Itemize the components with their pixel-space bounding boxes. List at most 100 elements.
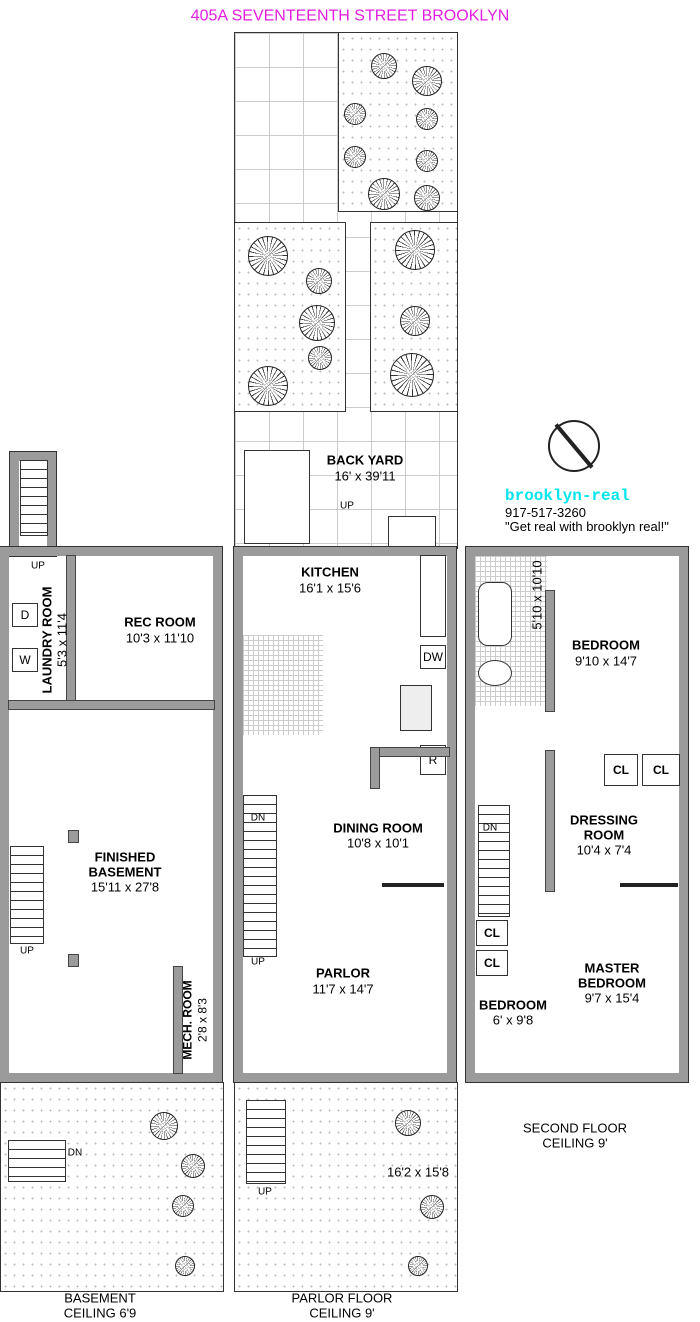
shed [244, 450, 310, 544]
dryer: D [12, 603, 38, 627]
bathtub-icon [478, 582, 512, 646]
floor-caption: BASEMENT [64, 1290, 136, 1306]
finished-basement-dimensions: 15'11 x 27'8 [90, 879, 160, 895]
range-icon [400, 685, 432, 731]
closet: CL [604, 754, 638, 786]
pocket-door[interactable] [382, 883, 444, 887]
tree-icon [248, 366, 288, 406]
stairs[interactable] [20, 460, 48, 536]
bedroom-dimensions: 9'10 x 14'7 [574, 653, 638, 669]
floor-caption: PARLOR FLOOR [291, 1290, 393, 1306]
bathroom-dimensions: 5'10 x 10'10 [529, 560, 545, 630]
ceiling-height: CEILING 9' [542, 1135, 608, 1151]
tree-icon [416, 108, 438, 130]
rec-room-label: REC ROOM [124, 614, 196, 630]
tree-icon [306, 268, 332, 294]
parlor-floor-outline [233, 546, 457, 1083]
bedroom-label: BEDROOM [572, 637, 640, 653]
wall [370, 747, 450, 757]
bedroom-dimensions: 6' x 9'8 [492, 1012, 534, 1028]
stairs[interactable] [10, 846, 44, 944]
up-label: UP [340, 500, 354, 512]
deck-step [388, 516, 436, 548]
dn-label: DN [250, 812, 266, 824]
second-floor-outline [465, 546, 689, 1083]
closet: CL [476, 950, 508, 976]
column [68, 954, 79, 967]
counter [420, 555, 446, 637]
tree-icon [248, 236, 288, 276]
stoop-stairs[interactable] [246, 1100, 286, 1184]
laundry-room-dimensions: 5'3 x 11'4 [54, 613, 70, 667]
rear-stair-well [9, 451, 57, 557]
tree-icon [368, 178, 400, 210]
up-label: UP [31, 560, 45, 572]
brand-logo: brooklyn-real [505, 487, 630, 505]
wall [545, 590, 555, 712]
tree-icon [308, 346, 332, 370]
tree-icon [420, 1195, 444, 1219]
tree-icon [414, 185, 440, 211]
dishwasher: DW [420, 645, 446, 669]
slogan: "Get real with brooklyn real!" [505, 519, 669, 534]
tree-icon [400, 306, 430, 336]
tree-icon [395, 230, 435, 270]
up-label: UP [20, 945, 34, 957]
tree-icon [395, 1110, 421, 1136]
pocket-door[interactable] [620, 883, 678, 887]
planting-bed [338, 32, 458, 212]
stairs[interactable] [8, 1140, 66, 1182]
up-label: UP [251, 956, 265, 968]
tree-icon [344, 146, 366, 168]
closet: CL [476, 920, 508, 946]
dn-label: DN [67, 1147, 83, 1159]
ceiling-height: CEILING 9' [309, 1305, 375, 1321]
wall [545, 750, 555, 892]
wall [173, 966, 183, 1074]
parlor-label: PARLOR [316, 965, 370, 981]
rec-room-dimensions: 10'3 x 11'10 [125, 630, 195, 646]
master-bedroom-label: MASTER [584, 960, 640, 976]
floor-caption: SECOND FLOOR [522, 1120, 628, 1136]
washer: W [12, 648, 38, 672]
closet: CL [642, 754, 680, 786]
stairs[interactable] [478, 805, 510, 917]
basement-outline [0, 546, 223, 1083]
stairs[interactable] [243, 795, 277, 957]
laundry-room-label: LAUNDRY ROOM [39, 586, 55, 694]
mech-room-label: MECH. ROOM [180, 980, 195, 1060]
kitchen-dimensions: 16'1 x 15'6 [298, 580, 362, 596]
front-yard-dimensions: 16'2 x 15'8 [386, 1164, 450, 1180]
column [68, 830, 79, 843]
tree-icon [408, 1256, 428, 1276]
mech-room-dimensions: 2'8 x 8'3 [195, 998, 210, 1042]
master-bedroom-label: BEDROOM [578, 975, 646, 991]
bedroom-label: BEDROOM [479, 997, 547, 1013]
dressing-room-label: ROOM [583, 827, 625, 843]
tree-icon [299, 305, 335, 341]
up-label: UP [258, 1186, 272, 1198]
tree-icon [371, 53, 397, 79]
wall [8, 700, 215, 710]
tree-icon [412, 66, 442, 96]
tree-icon [344, 103, 366, 125]
dressing-room-label: DRESSING [570, 812, 638, 828]
powder-room [243, 635, 323, 735]
finished-basement-label: BASEMENT [88, 864, 162, 880]
tree-icon [150, 1112, 178, 1140]
tree-icon [416, 150, 438, 172]
kitchen-label: KITCHEN [301, 564, 359, 580]
wall [370, 747, 380, 789]
dn-label: DN [482, 822, 498, 834]
phone-number: 917-517-3260 [505, 505, 586, 520]
dining-room-dimensions: 10'8 x 10'1 [346, 835, 410, 851]
ceiling-height: CEILING 6'9 [63, 1305, 137, 1321]
master-bedroom-dimensions: 9'7 x 15'4 [584, 990, 640, 1006]
parlor-dimensions: 11'7 x 14'7 [312, 981, 374, 997]
compass-icon [548, 420, 600, 472]
finished-basement-label: FINISHED [94, 849, 156, 865]
back-yard-label: BACK YARD [326, 452, 404, 468]
sink-icon [478, 660, 512, 686]
tree-icon [175, 1256, 195, 1276]
